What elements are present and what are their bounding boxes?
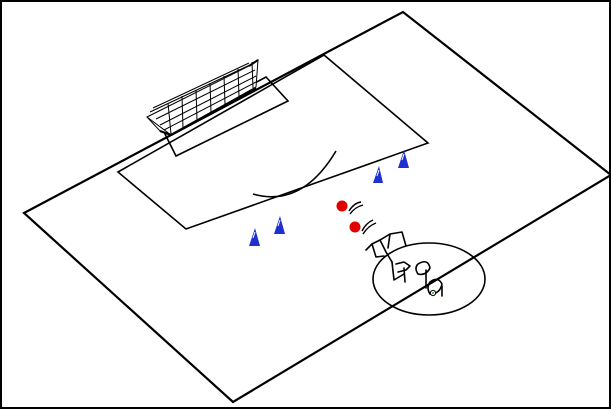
pitch-outline (22, 10, 611, 404)
penalty-area (116, 54, 430, 230)
cone-icon (274, 216, 285, 234)
ball-icon (429, 289, 437, 297)
cone-icon (398, 150, 409, 168)
cone-icon (249, 228, 260, 246)
sketched-figures-icon (365, 231, 443, 297)
player-icon (349, 219, 377, 235)
centre-circle (372, 242, 486, 316)
cone-icon (373, 166, 383, 183)
goal-net-icon (146, 59, 259, 137)
penalty-arc (252, 150, 337, 198)
player-icon (336, 200, 364, 215)
